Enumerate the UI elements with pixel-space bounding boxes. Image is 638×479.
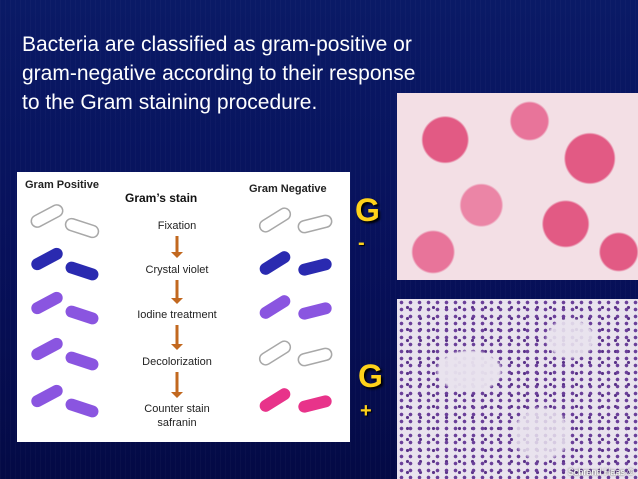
gram-positive-rod-0-b (64, 217, 100, 239)
step-arrow-0 (171, 236, 183, 258)
gram-positive-rod-2-b (64, 304, 100, 326)
gram-positive-rod-3-b (64, 350, 100, 372)
step-label-5: safranin (157, 417, 196, 429)
gram-negative-rod-0-a (257, 206, 292, 234)
step-arrow-3 (171, 372, 183, 398)
gram-negative-micrograph (397, 93, 638, 280)
gram-positive-rod-3-a (29, 336, 65, 363)
step-label-2: Iodine treatment (137, 309, 217, 321)
gram-negative-rod-2-a (257, 293, 292, 321)
gram-negative-sign: - (358, 232, 365, 255)
gram-negative-rod-1-b (297, 257, 333, 277)
gram-negative-rod-4-b (297, 394, 333, 414)
gram-negative-rod-4-a (257, 386, 292, 414)
step-arrow-2 (171, 325, 183, 350)
intro-text: Bacteria are classified as gram-positive… (22, 30, 422, 117)
gram-negative-rod-3-a (257, 339, 292, 367)
step-label-3: Decolorization (142, 356, 212, 368)
step-label-1: Crystal violet (146, 264, 209, 276)
gram-negative-label: G (355, 192, 380, 229)
gram-positive-rod-1-a (29, 246, 65, 273)
gram-positive-sign: + (360, 400, 372, 423)
step-label-0: Fixation (158, 220, 197, 232)
gram-negative-header: Gram Negative (249, 183, 327, 195)
gram-stain-diagram: Gram Positive Gram’s stain Gram Negative… (17, 172, 350, 442)
gram-stain-diagram-svg: Gram Positive Gram’s stain Gram Negative… (17, 172, 350, 442)
gram-negative-rod-1-a (257, 249, 292, 277)
step-label-4: Counter stain (144, 403, 209, 415)
gram-negative-rod-0-b (297, 214, 333, 234)
image-credit: Schrand Haas © (568, 467, 634, 477)
gram-positive-header: Gram Positive (25, 179, 99, 191)
gram-positive-rod-1-b (64, 260, 100, 282)
gram-negative-rod-3-b (297, 347, 333, 367)
gram-stain-title: Gram’s stain (125, 191, 197, 205)
gram-positive-label: G (358, 358, 383, 395)
gram-positive-rod-0-a (29, 203, 65, 230)
gram-positive-rod-4-b (64, 397, 100, 419)
gram-negative-rod-2-b (297, 301, 333, 321)
gram-positive-rod-2-a (29, 290, 65, 317)
step-arrow-1 (171, 280, 183, 304)
gram-positive-micrograph: Schrand Haas © (397, 299, 638, 479)
gram-positive-rod-4-a (29, 383, 65, 410)
